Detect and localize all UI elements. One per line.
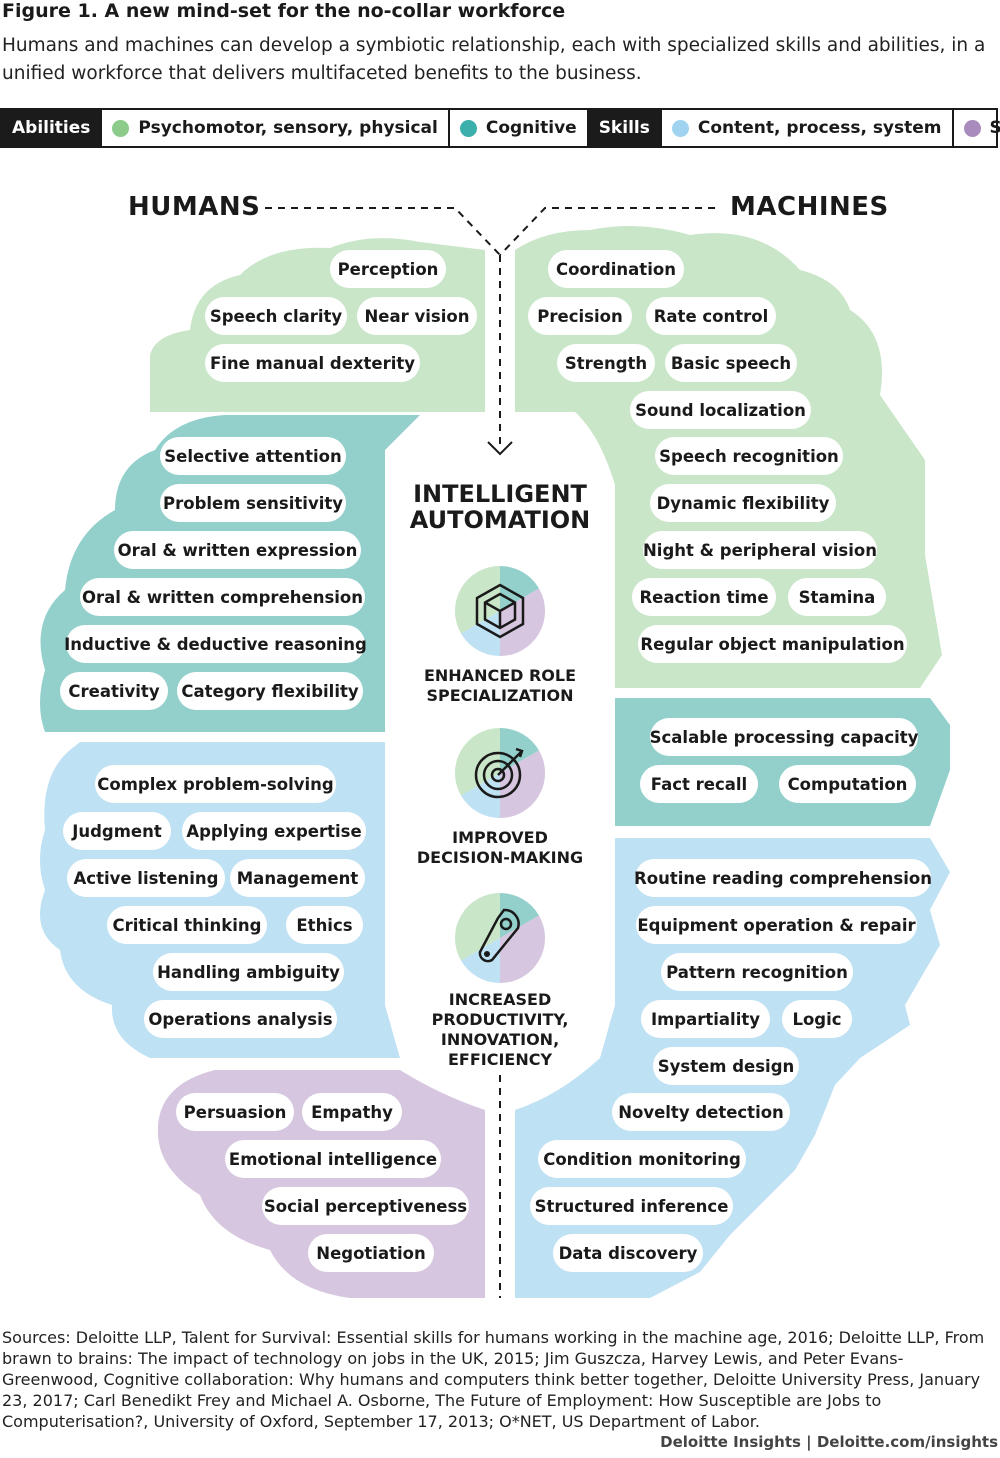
skill-pill: Emotional intelligence xyxy=(225,1140,441,1178)
benefit3-line2: PRODUCTIVITY, xyxy=(431,1010,569,1029)
benefit1-line2: SPECIALIZATION xyxy=(426,686,574,705)
social-dot-icon xyxy=(963,119,981,137)
skill-pill: Perception xyxy=(330,250,446,288)
skill-pill: Fine manual dexterity xyxy=(205,344,420,382)
skill-pill: Creativity xyxy=(60,672,168,710)
skill-pill: Dynamic flexibility xyxy=(650,484,836,522)
skill-pill: Equipment operation & repair xyxy=(636,906,917,944)
gear-belt-icon xyxy=(454,893,546,983)
skill-pill: Speech recognition xyxy=(655,437,843,475)
benefit3-line3: INNOVATION, xyxy=(440,1030,560,1049)
skill-pill: Active listening xyxy=(67,859,225,897)
skill-pill: Selective attention xyxy=(160,437,346,475)
benefit3-line4: EFFICIENCY xyxy=(447,1050,553,1069)
skill-pill: Oral & written comprehension xyxy=(80,578,365,616)
skill-pill: Structured inference xyxy=(530,1187,733,1225)
cognitive-dot-icon xyxy=(459,119,477,137)
skill-pill: Judgment xyxy=(63,812,171,850)
skill-pill: Empathy xyxy=(302,1093,402,1131)
skill-pill: Precision xyxy=(528,297,632,335)
skill-pill: Sound localization xyxy=(630,391,811,429)
skill-pill: Condition monitoring xyxy=(538,1140,746,1178)
legend-psychomotor-label: Psychomotor, sensory, physical xyxy=(138,118,438,138)
skill-pill: Scalable processing capacity xyxy=(650,718,918,756)
legend-skills-label: Skills xyxy=(588,110,662,146)
machines-dashed-line xyxy=(499,207,715,256)
skill-pill: Negotiation xyxy=(308,1234,434,1272)
skill-pill: Ethics xyxy=(286,906,363,944)
skill-pill: Applying expertise xyxy=(182,812,366,850)
footer-credit: Deloitte Insights | Deloitte.com/insight… xyxy=(660,1433,998,1451)
benefit1-line1: ENHANCED ROLE xyxy=(423,666,577,685)
center-title-line1: INTELLIGENT xyxy=(413,480,587,508)
skill-pill: Strength xyxy=(557,344,655,382)
skill-pill: Inductive & deductive reasoning xyxy=(64,625,367,663)
skill-pill: Stamina xyxy=(788,578,886,616)
brain-diagram: HUMANS MACHINES INTELLIGENT AUTOMATION E… xyxy=(0,150,1000,1310)
center-title-line2: AUTOMATION xyxy=(409,506,591,534)
skill-pill: Pattern recognition xyxy=(661,953,853,991)
skill-pill: Basic speech xyxy=(665,344,797,382)
skill-pill: System design xyxy=(653,1047,799,1085)
skill-pill: Management xyxy=(230,859,365,897)
skill-pill: Regular object manipulation xyxy=(638,625,907,663)
skill-pill: Problem sensitivity xyxy=(160,484,346,522)
legend-content: Content, process, system xyxy=(662,110,954,146)
skill-pill: Computation xyxy=(779,765,916,803)
cube-icon xyxy=(454,566,546,656)
legend-content-label: Content, process, system xyxy=(697,118,942,138)
skill-pill: Persuasion xyxy=(176,1093,294,1131)
skill-pill: Impartiality xyxy=(641,1000,770,1038)
figure-title: Figure 1. A new mind-set for the no-coll… xyxy=(2,0,566,22)
legend-cognitive: Cognitive xyxy=(450,110,589,146)
skill-pill: Near vision xyxy=(357,297,477,335)
skill-pill: Routine reading comprehension xyxy=(634,859,932,897)
skill-pill: Category flexibility xyxy=(177,672,363,710)
skill-pill: Oral & written expression xyxy=(114,531,361,569)
skill-pill: Operations analysis xyxy=(144,1000,337,1038)
skill-pill: Social perceptiveness xyxy=(262,1187,469,1225)
skill-pill: Night & peripheral vision xyxy=(643,531,877,569)
legend-social-label: Social xyxy=(989,118,1000,138)
skill-pill: Novelty detection xyxy=(612,1093,790,1131)
content-dot-icon xyxy=(671,119,689,137)
arrow-down-icon xyxy=(487,441,513,456)
benefit3-line1: INCREASED xyxy=(448,990,552,1009)
skill-pill: Complex problem-solving xyxy=(95,765,336,803)
skill-pill: Coordination xyxy=(548,250,684,288)
skill-pill: Fact recall xyxy=(640,765,758,803)
skill-pill: Speech clarity xyxy=(205,297,347,335)
skill-pill: Data discovery xyxy=(553,1234,703,1272)
figure-subtitle: Humans and machines can develop a symbio… xyxy=(2,35,986,84)
sources-note: Sources: Deloitte LLP, Talent for Surviv… xyxy=(2,1328,985,1431)
benefit2-line1: IMPROVED xyxy=(452,828,548,847)
skill-pill: Rate control xyxy=(646,297,776,335)
skill-pill: Logic xyxy=(782,1000,852,1038)
legend-cognitive-label: Cognitive xyxy=(485,118,577,138)
humans-heading: HUMANS xyxy=(128,192,261,222)
skill-pill: Critical thinking xyxy=(107,906,267,944)
target-icon xyxy=(454,728,546,818)
benefit2-line2: DECISION-MAKING xyxy=(416,848,584,867)
skill-pill: Handling ambiguity xyxy=(153,953,344,991)
legend-social: Social xyxy=(954,110,1000,146)
legend-abilities-label: Abilities xyxy=(2,110,103,146)
skill-pill: Reaction time xyxy=(632,578,776,616)
legend: Abilities Psychomotor, sensory, physical… xyxy=(0,108,1000,148)
psychomotor-dot-icon xyxy=(112,119,130,137)
legend-psychomotor: Psychomotor, sensory, physical xyxy=(102,110,450,146)
machines-heading: MACHINES xyxy=(730,192,889,222)
